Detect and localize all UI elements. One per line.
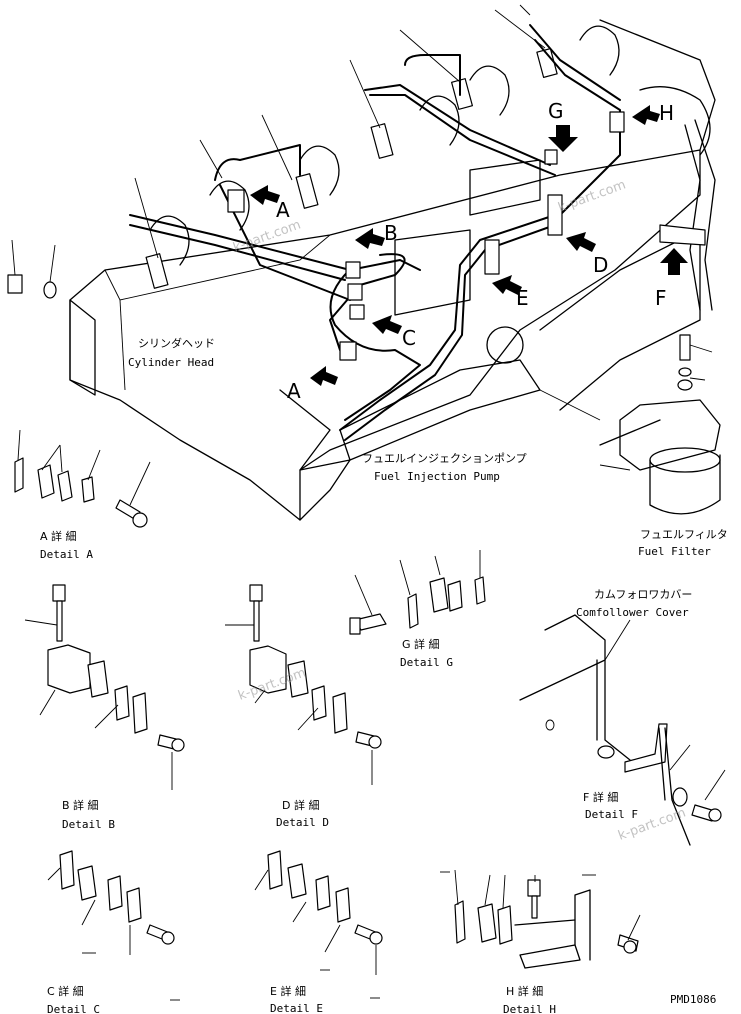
- detail-g-parts: [349, 550, 486, 635]
- detail-g-jp: G 詳 細: [402, 637, 440, 651]
- callout-e: E: [516, 286, 529, 310]
- fuel-filter-en: Fuel Filter: [638, 545, 711, 558]
- callout-b: B: [384, 221, 398, 245]
- detail-f-parts: [519, 614, 726, 846]
- arrow-a2: [310, 366, 338, 386]
- detail-h-parts: [440, 869, 641, 969]
- fuel-pump-en: Fuel Injection Pump: [374, 470, 500, 483]
- detail-f-jp: F 詳 細: [583, 790, 618, 804]
- watermark-1: k-part.com: [231, 217, 303, 255]
- cylinder-head-en: Cylinder Head: [128, 356, 214, 369]
- fuel-filter-jp: フュエルフィルタ: [640, 528, 728, 541]
- detail-e-jp: E 詳 細: [270, 984, 306, 998]
- callout-c: C: [402, 326, 416, 350]
- comfollower-jp: カムフォロワカバー: [594, 588, 692, 601]
- detail-f-en: Detail F: [585, 808, 638, 821]
- comfollower-en: Comfollower Cover: [576, 606, 689, 619]
- detail-h-jp: H 詳 細: [506, 984, 543, 998]
- detail-h-en: Detail H: [503, 1003, 556, 1014]
- detail-d-jp: D 詳 細: [282, 798, 319, 812]
- callout-g: G: [548, 99, 564, 123]
- fuel-filter: [599, 334, 721, 515]
- arrow-a1: [250, 185, 280, 205]
- detail-d-parts: [225, 584, 382, 785]
- detail-d-en: Detail D: [276, 816, 329, 829]
- fuel-pump-jp: フュエルインジェクションポンプ: [362, 452, 527, 465]
- arrow-c: [372, 315, 402, 334]
- callout-h: H: [659, 101, 674, 125]
- arrow-e: [492, 275, 522, 295]
- arrow-h: [632, 105, 660, 125]
- callout-a1: A: [276, 198, 290, 222]
- callout-a2: A: [287, 379, 301, 403]
- detail-c-jp: C 詳 細: [47, 984, 84, 998]
- detail-a-parts: [14, 429, 151, 528]
- detail-a-jp: A 詳 細: [40, 529, 77, 543]
- arrow-g: [548, 125, 578, 152]
- detail-b-en: Detail B: [62, 818, 115, 831]
- detail-b-parts: [24, 584, 185, 790]
- arrow-f: [660, 248, 688, 275]
- callout-f: F: [655, 286, 667, 310]
- detail-c-parts: [47, 850, 180, 1001]
- detail-e-parts: [254, 850, 383, 999]
- engine-assembly: [7, 4, 716, 521]
- drawing-code: PMD1086: [670, 993, 716, 1006]
- detail-g-en: Detail G: [400, 656, 453, 669]
- detail-c-en: Detail C: [47, 1003, 100, 1014]
- arrow-b: [355, 228, 385, 249]
- cylinder-head-jp: シリンダヘッド: [138, 336, 215, 350]
- detail-e-en: Detail E: [270, 1002, 323, 1014]
- callout-d: D: [593, 253, 608, 277]
- callout-arrows: [250, 105, 688, 386]
- arrow-d: [566, 232, 596, 252]
- detail-b-jp: B 詳 細: [62, 798, 99, 812]
- detail-a-en: Detail A: [40, 548, 93, 561]
